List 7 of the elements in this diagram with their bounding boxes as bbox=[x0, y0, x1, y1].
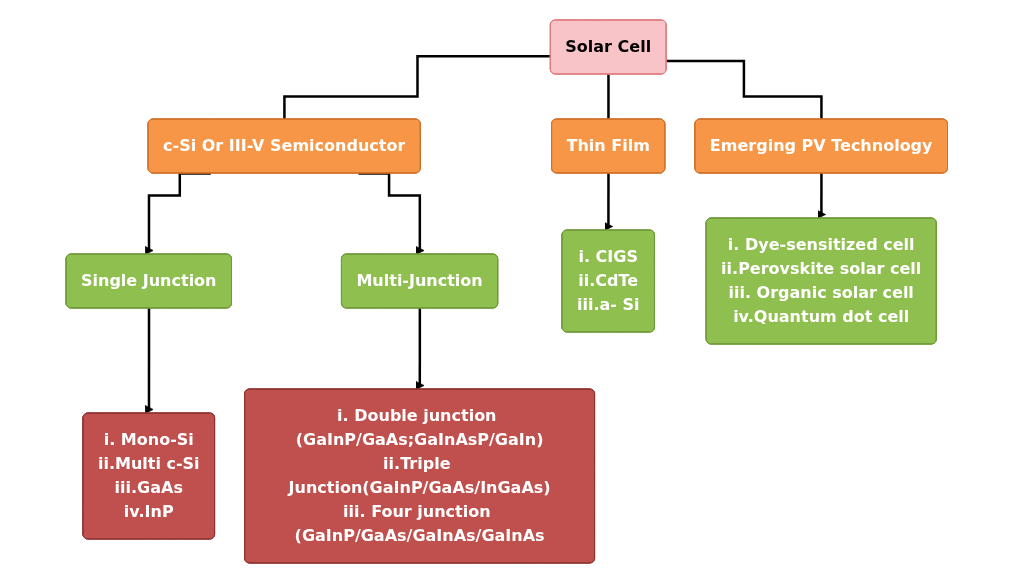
connector bbox=[607, 73, 611, 121]
connector bbox=[666, 59, 824, 121]
arrow bbox=[604, 172, 614, 231]
arrow bbox=[145, 307, 154, 414]
connector bbox=[283, 55, 552, 121]
arrow bbox=[817, 172, 827, 219]
arrow bbox=[415, 307, 425, 390]
